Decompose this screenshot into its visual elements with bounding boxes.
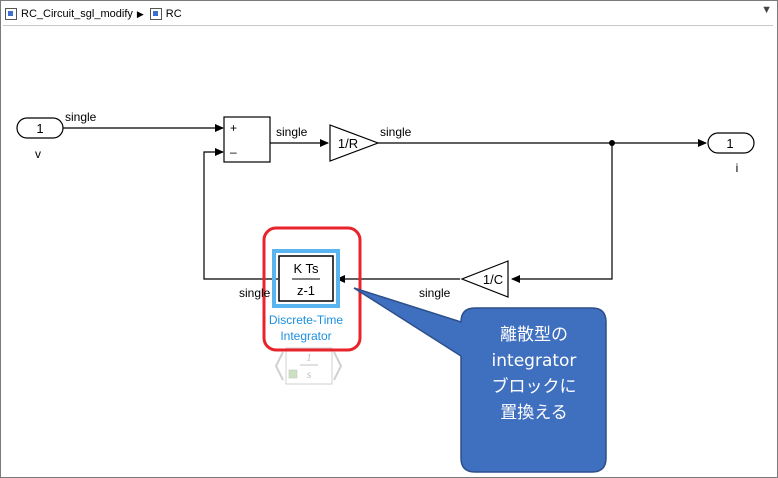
gain-c-block[interactable]: 1/C	[460, 260, 509, 298]
subsystem-icon	[149, 8, 162, 20]
sum-block[interactable]: + –	[223, 116, 271, 163]
callout-line-4: 置換える	[500, 403, 568, 423]
inport-name: v	[35, 147, 41, 161]
outport-name: i	[736, 161, 739, 175]
callout-line-3: ブロックに	[491, 377, 577, 397]
red-highlight-box	[262, 226, 362, 352]
gain-r-block[interactable]: 1/R	[329, 124, 380, 162]
callout-line-1: 離散型の	[500, 325, 568, 345]
integrator-denominator: z-1	[297, 283, 315, 298]
gain-c-label: 1/C	[483, 272, 503, 287]
signal-lines	[63, 124, 707, 283]
callout-line-2: integrator	[491, 351, 577, 371]
ghost-integrator-numerator: 1	[306, 352, 312, 364]
ghost-port-in-icon	[274, 351, 284, 381]
signal-label-v: single	[65, 110, 97, 124]
integrator-numerator: K Ts	[293, 261, 319, 276]
breadcrumb-item-model[interactable]: RC_Circuit_sgl_modify	[3, 8, 133, 20]
gain-r-label: 1/R	[338, 136, 358, 151]
integrator-name-line1: Discrete-Time	[269, 313, 344, 327]
outport-number: 1	[726, 136, 733, 151]
ghost-integrator-denominator: s	[307, 367, 312, 381]
integrator-name-line2: Integrator	[280, 329, 331, 343]
library-link-icon	[288, 369, 298, 379]
line-feedback-to-sum	[203, 148, 278, 280]
selection-highlight	[272, 249, 340, 308]
signal-label-gain-r: single	[380, 125, 412, 139]
callout-bubble	[353, 287, 607, 473]
branch-point	[609, 140, 615, 146]
callout-text: 離散型の integrator ブロックに 置換える	[462, 322, 606, 426]
ghost-port-out-icon	[333, 351, 343, 381]
discrete-time-integrator-block[interactable]: K Ts z-1 Discrete-Time Integrator	[269, 249, 344, 343]
ghost-integrator-block: 1 s	[274, 347, 343, 385]
breadcrumb-item-subsystem[interactable]: RC	[148, 8, 182, 20]
breadcrumb-label-model: RC_Circuit_sgl_modify	[21, 8, 133, 20]
breadcrumb-label-subsystem: RC	[165, 8, 182, 20]
inport-number: 1	[36, 121, 43, 136]
signal-label-sum: single	[276, 125, 308, 139]
signal-label-integrator: single	[239, 286, 271, 300]
line-branch-to-gain-c	[511, 143, 613, 283]
sum-sign-minus: –	[230, 145, 237, 159]
model-icon	[5, 8, 17, 20]
chevron-right-icon: ▶	[136, 8, 144, 19]
inport-block[interactable]: 1 v	[16, 117, 64, 161]
sum-sign-plus: +	[230, 121, 237, 135]
outport-block[interactable]: 1 i	[707, 132, 755, 175]
chevron-down-icon[interactable]: ▼	[761, 4, 772, 16]
breadcrumb: RC_Circuit_sgl_modify ▶ RC	[3, 3, 773, 26]
signal-label-gain-c: single	[419, 286, 451, 300]
